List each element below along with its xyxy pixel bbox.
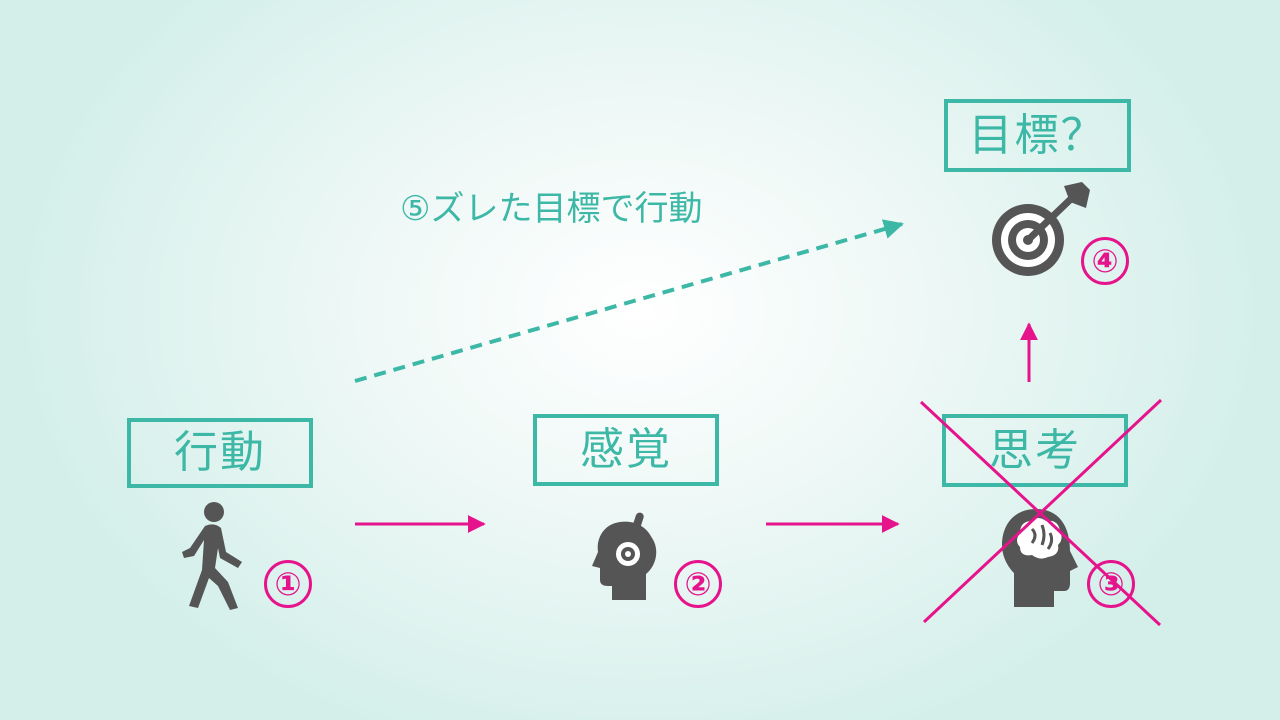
dashed-arrow-action-to-goal [354,219,904,383]
walking-person-icon [182,502,242,610]
thought-label-box: 思考 [942,414,1128,487]
action-label: 行動 [174,427,266,478]
step-number-2: ② [674,560,722,608]
thought-label: 思考 [989,424,1081,476]
head-with-antenna-icon [592,512,657,600]
action-label-box: 行動 [127,418,313,488]
sense-label-box: 感覚 [533,414,719,486]
step-number-4: ④ [1081,237,1129,285]
misaligned-goal-caption: ⑤ズレた目標で行動 [400,189,703,229]
step-number-1: ① [264,560,312,608]
goal-label-box: 目標？ [944,99,1131,172]
sense-label: 感覚 [580,424,672,475]
goal-label: 目標？ [968,109,1107,161]
step-number-3: ③ [1087,560,1135,608]
head-with-brain-icon [1002,509,1078,607]
target-with-arrow-icon [992,182,1090,276]
